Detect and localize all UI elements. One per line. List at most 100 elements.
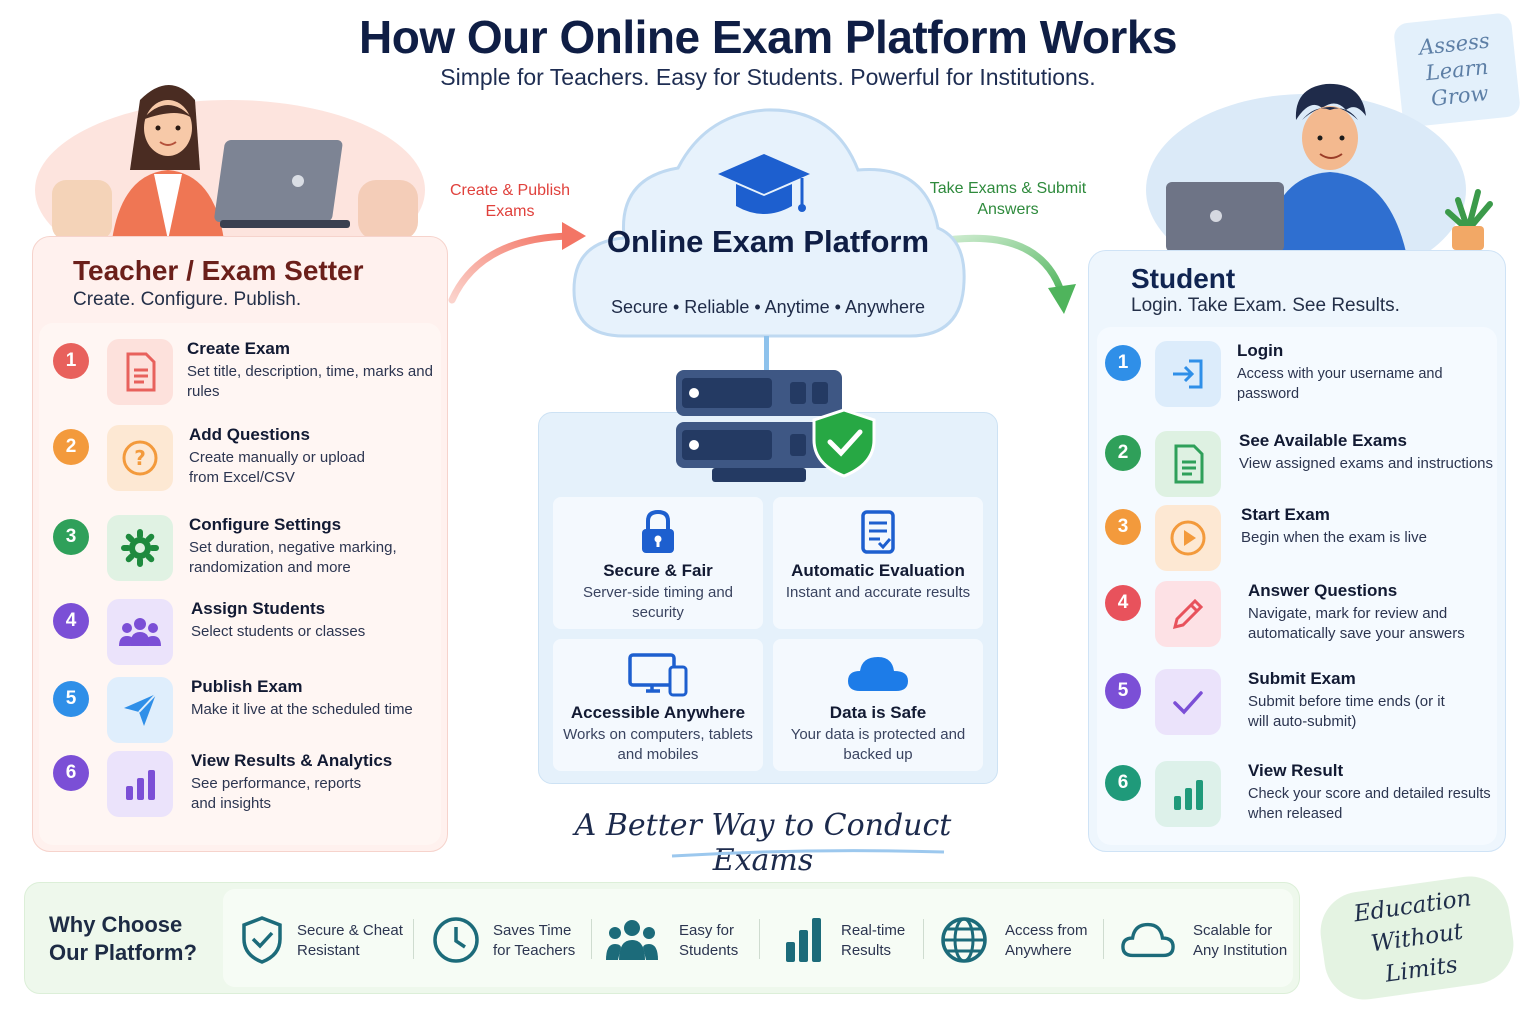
step-title: Publish Exam [191,677,303,696]
take-submit-label: Take Exams & Submit Answers [929,180,1087,218]
student-step[interactable]: 6 View Result Check your score and detai… [1105,761,1491,831]
tagline-underline [671,849,945,858]
document-icon [1155,431,1221,497]
bar-chart-icon [777,913,831,967]
teacher-subtitle: Create. Configure. Publish. [73,289,302,310]
feature-desc: Your data is protected and backed up [790,726,966,763]
step-title: View Results & Analytics [191,751,393,770]
bar-chart-icon [1155,761,1221,827]
student-subtitle: Login. Take Exam. See Results. [1131,295,1400,316]
cloud-outline-icon [1121,913,1175,967]
student-step[interactable]: 3 Start Exam Begin when the exam is live [1105,505,1465,575]
step-number: 2 [53,429,89,465]
step-title: Assign Students [191,599,326,618]
step-desc: Begin when the exam is live [1241,529,1427,546]
teacher-step[interactable]: 1 Create Exam Set title, description, ti… [53,339,433,409]
step-number: 4 [1105,585,1141,621]
platform-title: Online Exam Platform [606,224,930,259]
step-number: 3 [1105,509,1141,545]
step-desc: Check your score and detailed results wh… [1248,786,1491,822]
platform-cloud [572,108,966,338]
teacher-steps: 1 Create Exam Set title, description, ti… [39,323,441,845]
login-icon [1155,341,1221,407]
feature-card: Secure & Fair Server-side timing and sec… [553,497,763,629]
teacher-step[interactable]: 5 Publish Exam Make it live at the sched… [53,677,413,747]
why-heading-text: Why Choose Our Platform? [49,912,197,965]
step-desc: Navigate, mark for review and automatica… [1248,605,1465,642]
education-note: Education Without Limits [1315,871,1519,1005]
why-item: Saves Time for Teachers [421,889,591,987]
tagline: A Better Way to Conduct Exams [574,808,952,878]
server-icon [676,370,876,482]
document-icon [107,339,173,405]
group-icon [107,599,173,665]
teacher-step[interactable]: 6 View Results & Analytics See performan… [53,751,413,821]
divider [759,919,760,959]
divider [1103,919,1104,959]
step-title: View Result [1248,761,1344,780]
play-icon [1155,505,1221,571]
teacher-panel: Teacher / Exam Setter Create. Configure.… [32,236,448,852]
gear-icon [107,515,173,581]
padlock-icon [553,509,763,555]
step-number: 6 [1105,765,1141,801]
step-number: 6 [53,755,89,791]
teacher-step[interactable]: 2 ? Add Questions Create manually or upl… [53,425,413,495]
teacher-illustration [35,85,425,240]
step-desc: Submit before time ends (or it will auto… [1248,693,1445,730]
feature-title: Accessible Anywhere [570,703,746,722]
student-title: Student [1131,263,1236,294]
checklist-icon [773,509,983,555]
teacher-title: Teacher / Exam Setter [73,255,364,286]
feature-title: Automatic Evaluation [791,561,965,580]
arrow-teacher-to-platform [448,222,586,304]
teacher-step[interactable]: 3 Configure Settings Set duration, negat… [53,515,413,585]
globe-icon [937,913,991,967]
step-number: 1 [1105,345,1141,381]
step-title: Configure Settings [189,515,342,534]
step-title: Submit Exam [1248,669,1356,688]
people-icon [605,913,659,967]
why-label: Real-time Results [841,922,906,959]
step-number: 5 [53,681,89,717]
step-number: 2 [1105,435,1141,471]
why-item: Secure & Cheat Resistant [223,889,423,987]
feature-card: Accessible Anywhere Works on computers, … [553,639,763,771]
student-step[interactable]: 5 Submit Exam Submit before time ends (o… [1105,669,1465,739]
student-illustration [1146,83,1493,252]
student-step[interactable]: 2 See Available Exams View assigned exam… [1105,431,1493,501]
pencil-icon [1155,581,1221,647]
page-subtitle: Simple for Teachers. Easy for Students. … [440,64,1096,90]
feature-title: Secure & Fair [603,561,713,580]
student-step[interactable]: 1 Login Access with your username and pa… [1105,341,1465,411]
feature-desc: Server-side timing and security [582,584,734,621]
graduation-cap-icon [718,154,810,214]
feature-title: Data is Safe [829,703,927,722]
devices-icon [553,651,763,697]
step-desc: Make it live at the scheduled time [191,701,413,718]
step-number: 5 [1105,673,1141,709]
create-publish-label: Create & Publish Exams [449,182,571,220]
student-step[interactable]: 4 Answer Questions Navigate, mark for re… [1105,581,1465,651]
why-heading: Why Choose Our Platform? [49,911,209,967]
feature-desc: Works on computers, tablets and mobiles [563,726,753,763]
step-title: See Available Exams [1239,431,1407,450]
cloud-icon [773,651,983,697]
why-label: Scalable for Any Institution [1193,922,1288,959]
step-desc: Set title, description, time, marks and … [187,363,433,400]
page-title: How Our Online Exam Platform Works [359,11,1178,63]
shield-check-icon [235,913,289,967]
step-number: 4 [53,603,89,639]
divider [591,919,592,959]
question-icon: ? [107,425,173,491]
connector-line [764,336,769,376]
why-item: Scalable for Any Institution [1109,889,1289,987]
teacher-step[interactable]: 4 Assign Students Select students or cla… [53,599,413,669]
step-desc: Select students or classes [191,623,366,640]
why-label: Secure & Cheat Resistant [297,922,403,959]
why-item: Real-time Results [767,889,923,987]
svg-text:?: ? [134,446,146,470]
arrow-platform-to-student [930,234,1076,314]
why-item: Easy for Students [599,889,759,987]
step-desc: View assigned exams and instructions [1239,455,1494,472]
